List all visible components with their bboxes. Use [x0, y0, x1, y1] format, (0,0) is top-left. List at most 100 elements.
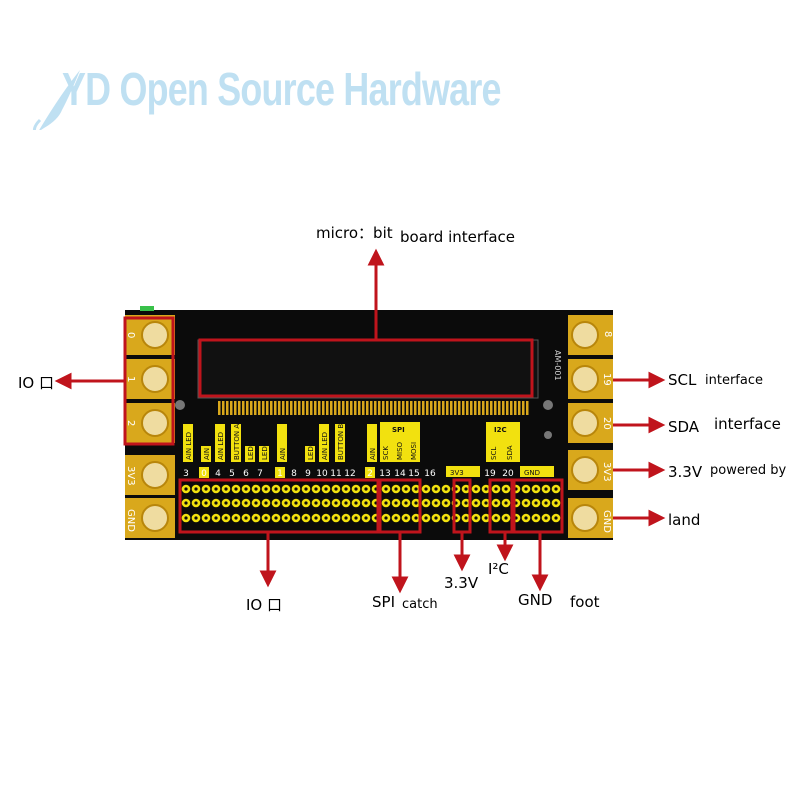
header-pin-hole	[264, 516, 268, 520]
header-number: 9	[305, 469, 311, 479]
header-number: 20	[502, 469, 514, 479]
edge-finger	[402, 401, 405, 415]
header-pin-hole	[314, 487, 318, 491]
header-pin-hole	[314, 516, 318, 520]
header-number: 7	[257, 469, 263, 479]
header-pin-hole	[384, 487, 388, 491]
header-pin-hole	[344, 487, 348, 491]
edge-finger	[498, 401, 501, 415]
header-pin-hole	[354, 501, 358, 505]
logo: YD Open Source Hardware	[0, 0, 501, 130]
header-pin-hole	[484, 501, 488, 505]
silk-led-2: LED	[261, 446, 269, 460]
header-pin-hole	[404, 487, 408, 491]
label-scl-interface: interface	[705, 373, 763, 388]
edge-finger	[462, 401, 465, 415]
left-pads	[125, 315, 175, 538]
header-pin-hole	[194, 501, 198, 505]
header-pin-hole	[474, 501, 478, 505]
edge-finger	[442, 401, 445, 415]
silk-button-a-bg	[231, 424, 241, 462]
header-pin-hole	[414, 516, 418, 520]
silk-highlight	[199, 467, 209, 478]
header-pin-hole	[244, 487, 248, 491]
header-pin-hole	[264, 487, 268, 491]
left-pin-gnd: GND	[125, 509, 136, 532]
edge-finger	[482, 401, 485, 415]
silk-led-3-bg	[305, 446, 315, 462]
mount-hole	[544, 431, 552, 439]
silk-i2c-pin: SCL	[490, 447, 498, 460]
header-pin-hole	[284, 487, 288, 491]
header-pin-hole	[384, 501, 388, 505]
edge-finger	[230, 401, 233, 415]
header-pin-hole	[184, 516, 188, 520]
edge-finger	[494, 401, 497, 415]
edge-finger	[234, 401, 237, 415]
header-pin-hole	[394, 516, 398, 520]
label-microbit: micro：bit	[316, 224, 393, 242]
header-pin-hole	[364, 501, 368, 505]
header-pin-hole	[524, 487, 528, 491]
edge-finger	[438, 401, 441, 415]
header-pin-hole	[434, 487, 438, 491]
header-pin-hole	[214, 487, 218, 491]
header-pin-hole	[544, 501, 548, 505]
board-model: AM-001	[553, 350, 562, 381]
edge-finger	[238, 401, 241, 415]
left-pin-2: 2	[125, 420, 136, 426]
right-pin-8: 8	[602, 331, 613, 337]
edge-finger	[450, 401, 453, 415]
edge-finger	[366, 401, 369, 415]
header-pin-hole	[354, 487, 358, 491]
box-header-gnd	[512, 478, 564, 534]
header-pin-hole	[504, 501, 508, 505]
edge-finger	[478, 401, 481, 415]
silk-ain-0: AIN LED	[185, 432, 193, 460]
edge-finger	[286, 401, 289, 415]
label-powered-by: powered by	[710, 463, 787, 478]
edge-finger	[502, 401, 505, 415]
header-pin-hole	[424, 516, 428, 520]
header-pin-hole	[494, 487, 498, 491]
header-pin-hole	[474, 516, 478, 520]
logo-text: YD Open Source Hardware	[62, 63, 501, 115]
silk-button-a: BUTTON A	[233, 424, 241, 460]
edge-finger	[410, 401, 413, 415]
left-pin-3v3: 3V3	[125, 466, 136, 486]
header-pin-hole	[434, 501, 438, 505]
header-pin-hole	[234, 501, 238, 505]
edge-finger	[326, 401, 329, 415]
edge-finger	[302, 401, 305, 415]
label-3v3: 3.3V	[668, 463, 703, 481]
header-number: 5	[229, 469, 235, 479]
right-pin-gnd: GND	[601, 510, 612, 533]
header-pin-hole	[444, 516, 448, 520]
left-pin-0: 0	[125, 332, 136, 338]
edge-finger	[282, 401, 285, 415]
silk-button-b-bg	[335, 424, 345, 462]
header-pin-hole	[244, 516, 248, 520]
header-pin-hole	[524, 516, 528, 520]
edge-finger	[382, 401, 385, 415]
silk-highlight	[275, 467, 285, 478]
header-number: 0	[201, 469, 207, 479]
label-scl: SCL	[668, 371, 697, 389]
header-pin-hole	[204, 487, 208, 491]
header-pin-hole	[204, 501, 208, 505]
mount-hole	[543, 400, 553, 410]
edge-finger	[342, 401, 345, 415]
header-number: 3	[183, 469, 189, 479]
edge-finger	[254, 401, 257, 415]
header-number: 8	[291, 469, 297, 479]
header-pin-hole	[464, 487, 468, 491]
header-pin-hole	[434, 516, 438, 520]
edge-finger	[378, 401, 381, 415]
header-pin-hole	[204, 516, 208, 520]
edge-finger	[354, 401, 357, 415]
edge-finger	[362, 401, 365, 415]
edge-finger	[470, 401, 473, 415]
edge-finger	[474, 401, 477, 415]
edge-connector-fingers	[218, 401, 529, 415]
